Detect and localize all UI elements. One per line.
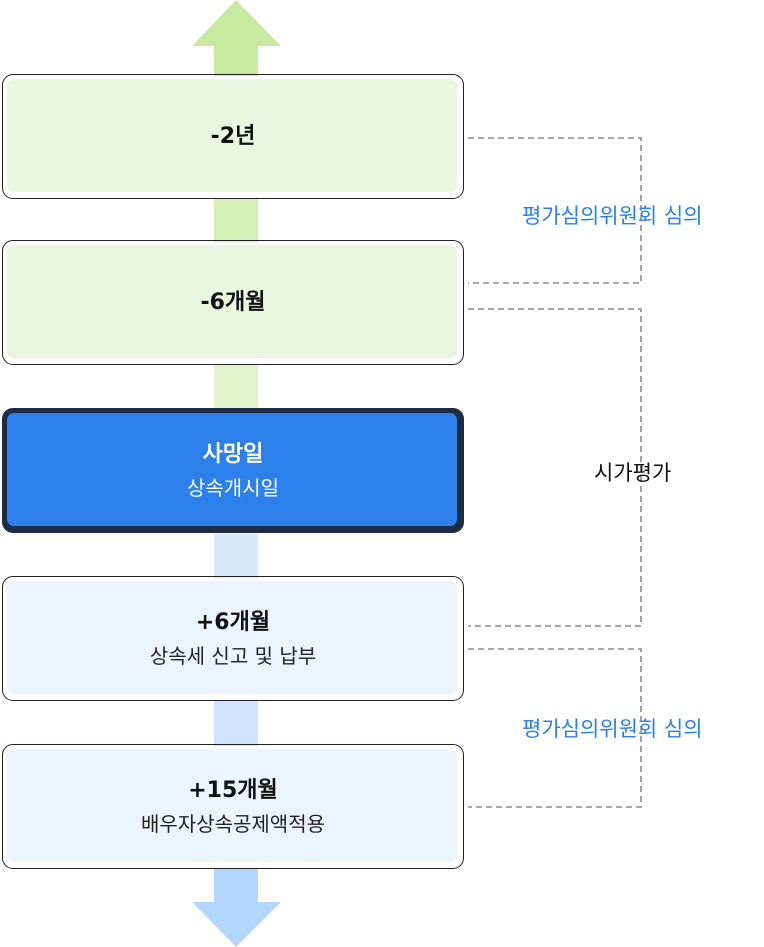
box-sub-label: 상속세 신고 및 납부	[149, 643, 317, 668]
timeline-box-plus-6-months: +6개월 상속세 신고 및 납부	[2, 576, 464, 701]
box-sub-label: 상속개시일	[187, 475, 279, 500]
timeline-box-minus-6-months: -6개월	[2, 240, 464, 365]
timeline-box-date-of-death: 사망일 상속개시일	[2, 408, 464, 533]
box-main-label: +6개월	[195, 609, 271, 635]
axis-segment-3	[214, 534, 258, 578]
box-main-label: -6개월	[200, 289, 266, 315]
down-arrow-icon	[192, 868, 281, 947]
axis-segment-1	[214, 198, 258, 242]
timeline-box-minus-2-years: -2년	[2, 74, 464, 199]
axis-segment-4	[214, 700, 258, 746]
box-main-label: +15개월	[188, 777, 278, 803]
bracket-label-upper: 평가심의위원회 심의	[522, 204, 703, 228]
box-main-label: 사망일	[202, 441, 264, 467]
box-main-label: -2년	[210, 123, 256, 149]
bracket-upper	[468, 137, 642, 284]
bracket-label-lower: 평가심의위원회 심의	[522, 717, 703, 741]
box-sub-label: 배우자상속공제액적용	[141, 811, 325, 836]
up-arrow-icon	[192, 0, 281, 76]
bracket-lower	[468, 648, 642, 808]
bracket-middle	[468, 308, 642, 627]
bracket-label-middle: 시가평가	[594, 461, 672, 485]
timeline-box-plus-15-months: +15개월 배우자상속공제액적용	[2, 744, 464, 869]
axis-segment-2	[214, 364, 258, 410]
